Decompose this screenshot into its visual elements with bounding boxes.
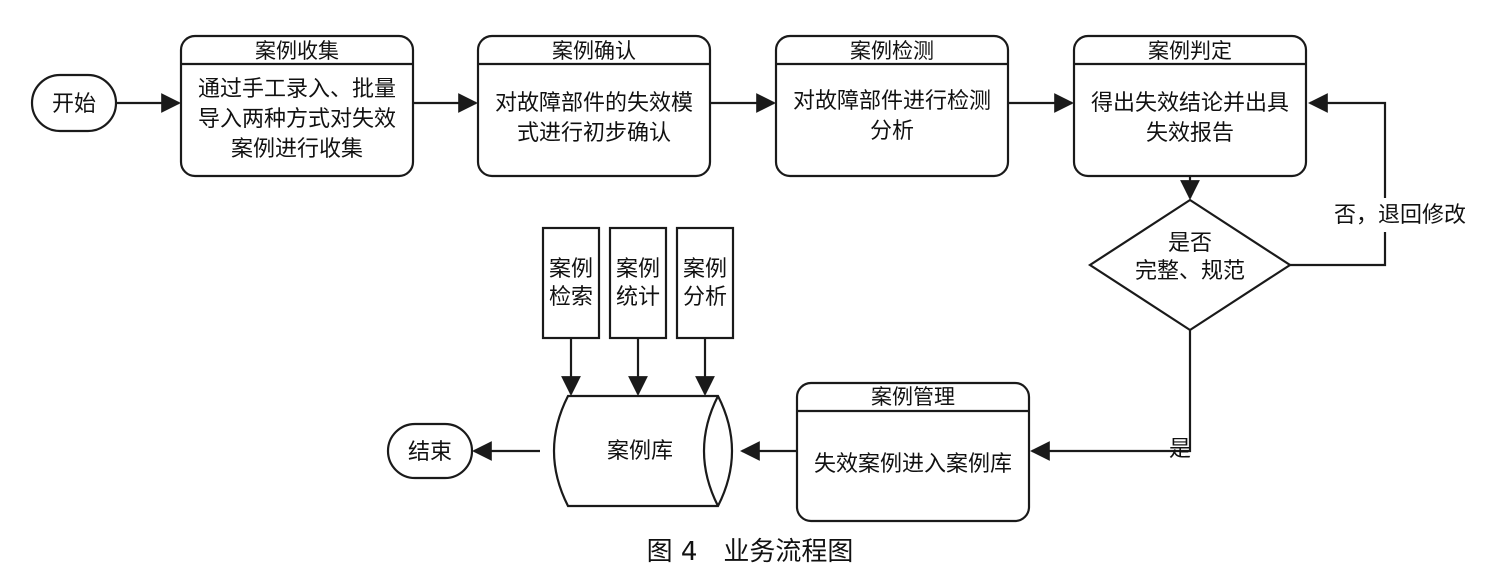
figure-caption: 图 4 业务流程图 xyxy=(647,537,854,567)
step-text-line: 导入两种方式对失效 xyxy=(198,107,396,132)
step-title: 案例确认 xyxy=(552,39,636,63)
end-terminal: 结束 xyxy=(386,422,474,480)
step-text-line: 式进行初步确认 xyxy=(517,121,671,146)
step-title: 案例收集 xyxy=(255,39,339,63)
step-case-judgement: 案例判定 得出失效结论并出具 失效报告 xyxy=(1072,34,1308,178)
tool-text-line: 案例 xyxy=(683,257,727,282)
tool-case-analysis: 案例 分析 xyxy=(675,226,735,340)
step-case-management: 案例管理 失效案例进入案例库 xyxy=(795,381,1031,523)
decision-text-line: 完整、规范 xyxy=(1135,259,1245,284)
no-return-label: 否，退回修改 xyxy=(1334,203,1466,228)
tool-text-line: 统计 xyxy=(616,285,660,310)
start-label: 开始 xyxy=(52,92,96,117)
case-database: 案例库 xyxy=(553,394,733,508)
tool-case-statistics: 案例 统计 xyxy=(608,226,668,340)
step-case-collection: 案例收集 通过手工录入、批量 导入两种方式对失效 案例进行收集 xyxy=(179,34,415,178)
management-text: 失效案例进入案例库 xyxy=(814,452,1012,477)
tool-text-line: 案例 xyxy=(549,257,593,282)
step-text-line: 得出失效结论并出具 xyxy=(1091,91,1289,116)
yes-label: 是 xyxy=(1169,437,1191,462)
arrow-no-return-to-judgement xyxy=(1290,93,1387,267)
step-text-line: 对故障部件进行检测 xyxy=(793,89,991,114)
step-text-line: 失效报告 xyxy=(1146,121,1234,146)
step-case-confirmation: 案例确认 对故障部件的失效模 式进行初步确认 xyxy=(476,34,712,178)
step-title: 案例检测 xyxy=(850,39,934,63)
step-title: 案例判定 xyxy=(1148,39,1232,63)
start-terminal: 开始 xyxy=(30,73,118,133)
step-text-line: 通过手工录入、批量 xyxy=(198,77,396,102)
step-text-line: 分析 xyxy=(870,119,914,144)
management-title: 案例管理 xyxy=(871,385,955,409)
tool-text-line: 检索 xyxy=(549,285,593,310)
decision-text-line: 是否 xyxy=(1168,231,1212,256)
tool-case-search: 案例 检索 xyxy=(541,226,601,340)
end-label: 结束 xyxy=(408,440,452,465)
step-text-line: 案例进行收集 xyxy=(231,137,363,162)
database-label: 案例库 xyxy=(607,439,673,464)
tool-text-line: 案例 xyxy=(616,257,660,282)
decision-diamond: 是否 完整、规范 xyxy=(1087,198,1293,332)
step-case-inspection: 案例检测 对故障部件进行检测 分析 xyxy=(774,34,1010,178)
step-text-line: 对故障部件的失效模 xyxy=(495,91,693,116)
arrow-yes-to-management xyxy=(1030,330,1192,461)
tool-text-line: 分析 xyxy=(683,285,727,310)
no-label-background xyxy=(1320,198,1480,232)
